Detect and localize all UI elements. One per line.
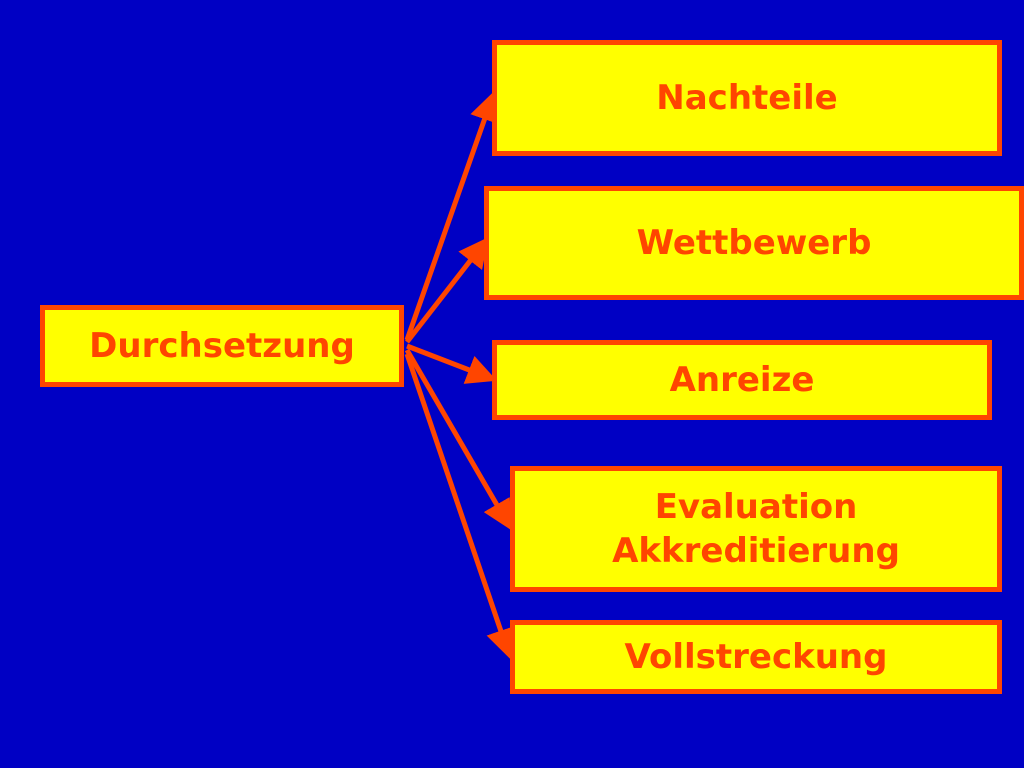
target-box-vollstreckung: Vollstreckung [510,620,1002,694]
arrow-to-nachteile [404,90,499,341]
target-box-nachteile: Nachteile [492,40,1002,156]
target-label-wettbewerb: Wettbewerb [636,222,872,263]
target-label-vollstreckung: Vollstreckung [624,636,888,677]
target-label-nachteile: Nachteile [656,77,838,118]
arrow-to-evaluation [404,348,512,531]
target-label-akkreditierung: Akkreditierung [612,531,900,571]
arrow-to-vollstreckung [404,353,515,660]
target-label-anreize: Anreize [669,359,815,400]
arrow-to-anreize [406,343,497,384]
target-box-wettbewerb: Wettbewerb [484,186,1024,300]
source-label: Durchsetzung [89,325,355,366]
arrow-to-wettbewerb [405,237,489,344]
target-label-evaluation: Evaluation [654,486,858,527]
target-box-evaluation-akkreditierung: Evaluation Akkreditierung [510,466,1002,592]
source-box-durchsetzung: Durchsetzung [40,305,404,387]
target-box-anreize: Anreize [492,340,992,420]
